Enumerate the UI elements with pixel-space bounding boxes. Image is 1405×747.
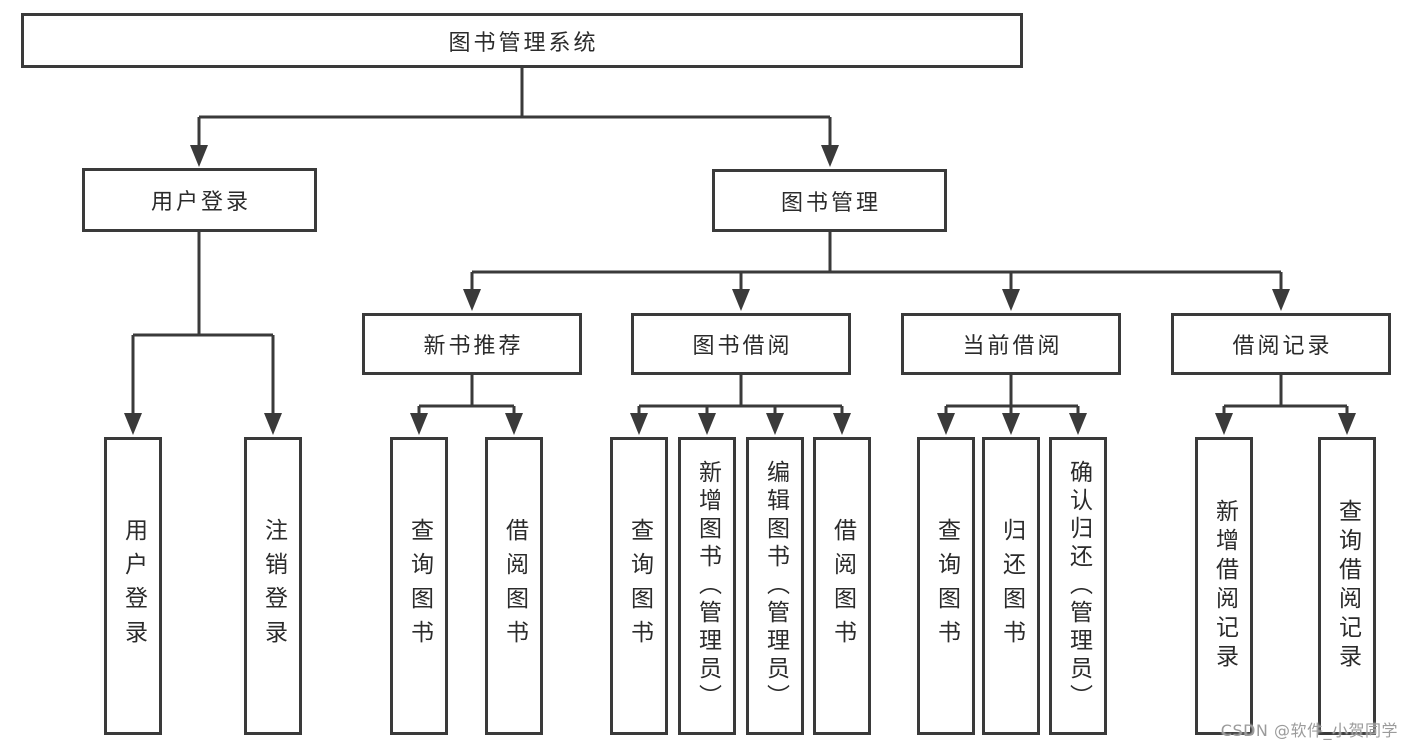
leaf-add-borrow-record: 新增借阅记录 xyxy=(1195,437,1253,735)
node-label: 图书管理 xyxy=(780,190,881,216)
csdn-watermark: CSDN @软件_小贺同学 xyxy=(1220,721,1398,740)
leaf-query-books-borrowing: 查询图书 xyxy=(610,437,668,735)
arrowheads xyxy=(124,145,1356,435)
node-user-login: 用户登录 xyxy=(82,168,317,232)
leaf-label: 归还图书 xyxy=(998,518,1025,654)
leaf-query-borrow-record: 查询借阅记录 xyxy=(1318,437,1376,735)
leaf-confirm-return-admin: 确认归还（管理员） xyxy=(1049,437,1107,735)
connector-user-login-group xyxy=(131,232,275,414)
leaf-query-books-current: 查询图书 xyxy=(917,437,975,735)
node-book-management: 图书管理 xyxy=(712,169,947,232)
connector-book-management-to-level3 xyxy=(470,232,1283,290)
node-book-borrowing: 图书借阅 xyxy=(631,313,851,375)
node-current-borrowing: 当前借阅 xyxy=(901,313,1121,375)
leaf-label: 新增借阅记录 xyxy=(1211,499,1238,673)
leaf-label: 新增图书（管理员） xyxy=(694,460,721,712)
node-label: 借阅记录 xyxy=(1232,334,1333,359)
connector-book-borrow-group xyxy=(637,375,844,414)
node-borrow-records: 借阅记录 xyxy=(1171,313,1391,375)
leaf-label: 编辑图书（管理员） xyxy=(762,460,789,712)
leaf-label: 查询图书 xyxy=(406,518,433,654)
node-label: 图书借阅 xyxy=(692,334,793,359)
leaf-edit-book-admin: 编辑图书（管理员） xyxy=(746,437,804,735)
node-label: 图书管理系统 xyxy=(448,30,599,56)
node-new-book-recommend: 新书推荐 xyxy=(362,313,582,375)
leaf-add-book-admin: 新增图书（管理员） xyxy=(678,437,736,735)
leaf-label: 查询图书 xyxy=(626,518,653,654)
leaf-query-books-recommend: 查询图书 xyxy=(390,437,448,735)
leaf-label: 借阅图书 xyxy=(501,518,528,654)
leaf-label: 用户登录 xyxy=(120,518,147,654)
node-label: 当前借阅 xyxy=(962,334,1063,359)
leaf-logout: 注销登录 xyxy=(244,437,302,735)
node-label: 新书推荐 xyxy=(423,334,524,359)
leaf-return-book: 归还图书 xyxy=(982,437,1040,735)
node-root-library-system: 图书管理系统 xyxy=(21,13,1023,68)
leaf-label: 确认归还（管理员） xyxy=(1065,460,1092,712)
connector-root-to-level2 xyxy=(197,68,832,146)
leaf-label: 查询图书 xyxy=(933,518,960,654)
leaf-label: 注销登录 xyxy=(260,518,287,654)
leaf-user-login: 用户登录 xyxy=(104,437,162,735)
connector-new-book-group xyxy=(417,375,516,414)
connector-current-borrow-group xyxy=(944,375,1080,414)
leaf-borrow-books-borrowing: 借阅图书 xyxy=(813,437,871,735)
connector-borrow-record-group xyxy=(1222,375,1349,414)
leaf-label: 查询借阅记录 xyxy=(1334,499,1361,673)
leaf-label: 借阅图书 xyxy=(829,518,856,654)
leaf-borrow-books-recommend: 借阅图书 xyxy=(485,437,543,735)
node-label: 用户登录 xyxy=(150,190,251,215)
